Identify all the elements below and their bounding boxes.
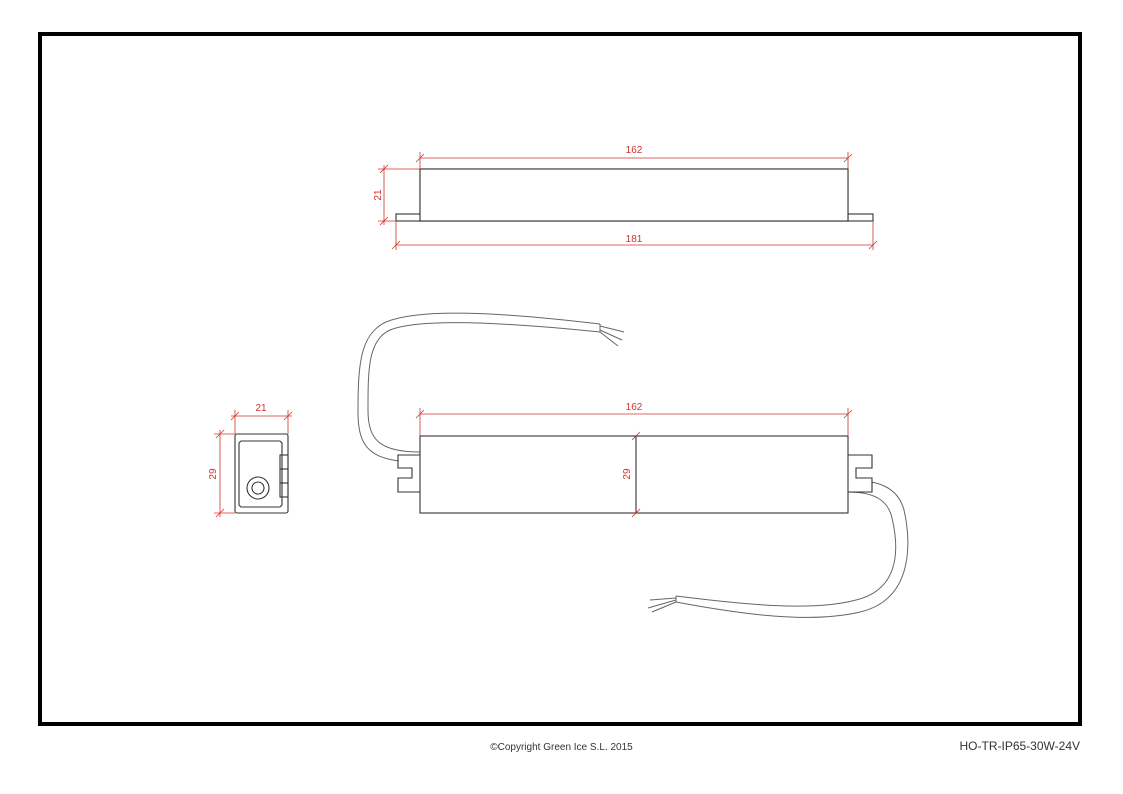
top-view-height-label: 21 xyxy=(373,189,384,201)
model-number: HO-TR-IP65-30W-24V xyxy=(959,739,1080,753)
copyright-text: ©Copyright Green Ice S.L. 2015 xyxy=(490,742,633,753)
end-view-height-label: 29 xyxy=(208,468,219,480)
end-view-width-label: 21 xyxy=(255,403,267,414)
top-view-dim-162: 162 xyxy=(415,145,853,169)
top-view-total-length-label: 181 xyxy=(626,234,643,245)
side-view-body xyxy=(419,435,849,514)
end-view-side-tab xyxy=(279,454,289,498)
output-cable xyxy=(675,479,909,618)
end-view-cable-gland-icon xyxy=(246,476,270,500)
end-view: 21 29 xyxy=(208,403,293,518)
end-view-dim-21: 21 xyxy=(230,403,293,434)
side-view-dim-29: 29 xyxy=(622,431,641,518)
side-view-length-label: 162 xyxy=(626,402,643,413)
side-view-right-bracket xyxy=(848,454,873,493)
side-view-height-label: 29 xyxy=(622,468,633,480)
input-wires xyxy=(599,325,625,347)
end-view-inner xyxy=(238,440,283,508)
top-view-length-label: 162 xyxy=(626,145,643,156)
top-view-dim-21: 21 xyxy=(373,164,420,226)
top-view-dim-181: 181 xyxy=(391,221,878,250)
end-view-dim-29: 29 xyxy=(208,429,235,518)
top-view-body-overlay xyxy=(419,168,849,222)
top-view: 162 21 181 xyxy=(373,145,878,250)
copyright-notice: ©Copyright Green Ice S.L. 2015 xyxy=(0,742,1123,753)
input-cable xyxy=(367,322,601,453)
drawing-frame xyxy=(38,32,1082,726)
side-view-left-bracket xyxy=(397,454,420,493)
side-view-dim-162: 162 xyxy=(415,402,853,436)
side-view: 162 29 xyxy=(357,312,909,618)
output-wires xyxy=(647,597,677,613)
